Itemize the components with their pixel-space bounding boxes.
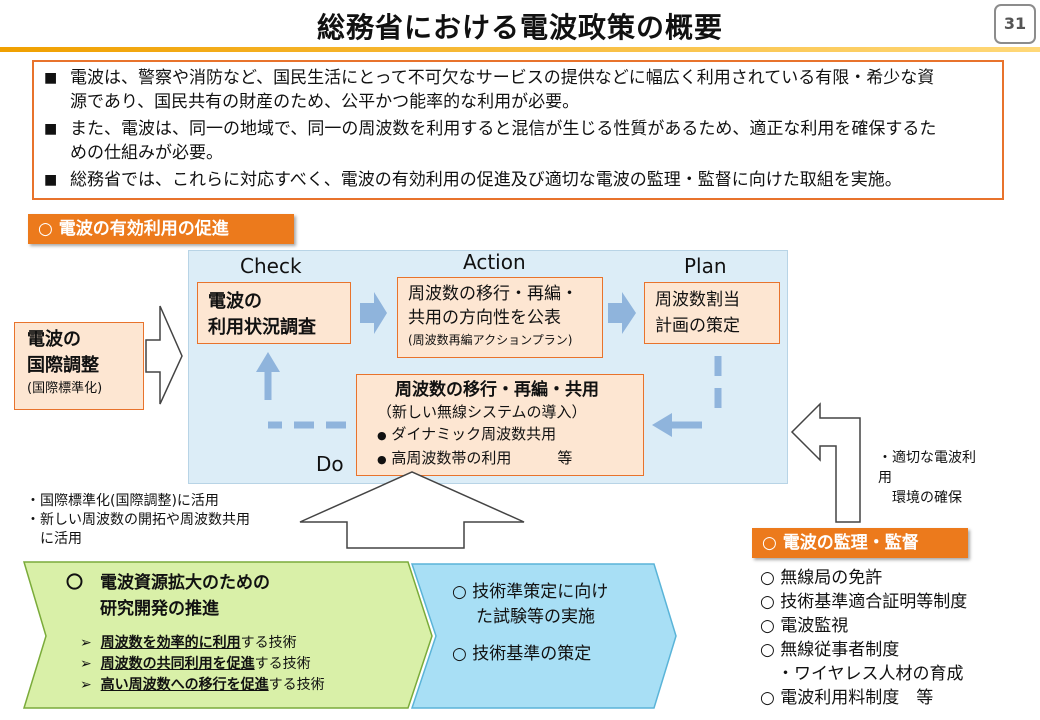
left-notes: ・国際標準化(国際調整)に活用 ・新しい周波数の開拓や周波数共用 に活用 <box>26 492 250 549</box>
plan-box-text: 周波数割当 <box>655 290 740 310</box>
bullet-dot-icon: ● <box>377 453 387 466</box>
standards-chevron-shape <box>410 563 677 709</box>
international-text: 国際調整 <box>27 355 99 376</box>
rnd-title-text: 研究開発の推進 <box>100 599 219 619</box>
title-underline <box>0 47 1040 52</box>
check-box-text: 利用状況調査 <box>208 317 316 338</box>
bullet-square-icon: ■ <box>44 121 58 137</box>
hollow-arrow-right-icon <box>145 305 183 405</box>
standards-content: ○ 技術準策定に向け た試験等の実施 ○ 技術基準の策定 <box>452 580 608 667</box>
right-note-text: 環境の確保 <box>878 490 962 506</box>
intro-text: 電波は、警察や消防など、国民生活にとって不可欠なサービスの提供などに幅広く利用さ… <box>70 68 935 88</box>
intro-text: めの仕組みが必要。 <box>70 143 223 163</box>
hollow-arrow-bent-icon <box>790 402 861 523</box>
left-note-text: ・新しい周波数の開拓や周波数共用 <box>26 512 250 528</box>
supervision-item: ○ 技術基準適合証明等制度 <box>760 592 968 612</box>
plan-label: Plan <box>684 254 727 278</box>
supervision-item: ○ 無線従事者制度 <box>760 640 900 660</box>
do-box-item: ● 高周波数帯の利用 等 <box>377 447 643 471</box>
action-box-text: 共用の方向性を公表 <box>408 308 561 328</box>
chevron-right-icon: ➢ <box>80 656 92 672</box>
standards-text: ○ 技術基準の策定 <box>452 644 592 664</box>
plan-box-text: 計画の策定 <box>655 316 740 336</box>
rnd-title: 〇 電波資源拡大のための 研究開発の推進 <box>66 570 270 622</box>
do-box-item-text: ダイナミック周波数共用 <box>391 425 557 443</box>
supervision-item: ○ 電波監視 <box>760 616 849 636</box>
rnd-item-text: する技術 <box>254 656 311 672</box>
right-note-text: 用 <box>878 470 892 486</box>
international-text: 電波の <box>27 329 81 350</box>
supervision-item: ○ 無線局の免許 <box>760 568 883 588</box>
page-title: 総務省における電波政策の概要 <box>316 11 723 44</box>
action-box-note: (周波数再編アクションプラン) <box>408 333 573 347</box>
intro-bullet-1: ■ 電波は、警察や消防など、国民生活にとって不可欠なサービスの提供などに幅広く利… <box>44 66 992 114</box>
intro-bullet-2: ■ また、電波は、同一の地域で、同一の周波数を利用すると混信が生じる性質があるた… <box>44 117 992 165</box>
do-box-subtitle: （新しい無線システムの導入） <box>377 403 587 421</box>
left-note-text: に活用 <box>26 531 82 547</box>
action-label: Action <box>463 250 526 274</box>
intro-text: また、電波は、同一の地域で、同一の周波数を利用すると混信が生じる性質があるため、… <box>70 119 937 139</box>
rnd-item: ➢ 周波数の共同利用を促進する技術 <box>80 654 325 675</box>
bullet-square-icon: ■ <box>44 70 58 86</box>
chevron-right-icon: ➢ <box>80 635 92 651</box>
arrow-up-icon <box>256 352 280 372</box>
hollow-arrow-up-icon <box>299 471 525 549</box>
rnd-item: ➢ 周波数を効率的に利用する技術 <box>80 633 325 654</box>
check-label: Check <box>240 254 302 278</box>
right-note: ・適切な電波利 用 環境の確保 <box>878 448 976 508</box>
supervision-label: ○ 電波の監理・監督 <box>752 528 968 558</box>
do-box-item-suffix: 等 <box>557 449 573 467</box>
standards-text: ○ 技術準策定に向け <box>452 582 609 602</box>
do-box: 周波数の移行・再編・共用 （新しい無線システムの導入） ● ダイナミック周波数共… <box>356 374 644 476</box>
arrow-right-icon <box>360 292 387 334</box>
action-box: 周波数の移行・再編・ 共用の方向性を公表 (周波数再編アクションプラン) <box>397 277 603 358</box>
rnd-chevron-shape <box>22 561 433 709</box>
left-note-text: ・国際標準化(国際調整)に活用 <box>26 493 219 509</box>
intro-box: ■ 電波は、警察や消防など、国民生活にとって不可欠なサービスの提供などに幅広く利… <box>32 60 1004 200</box>
supervision-list: ○ 無線局の免許 ○ 技術基準適合証明等制度 ○ 電波監視 ○ 無線従事者制度 … <box>760 566 967 710</box>
rnd-item-emphasis: 高い周波数への移行を促進 <box>100 677 269 693</box>
do-box-item-text: 高周波数帯の利用 <box>391 449 512 467</box>
rnd-item-text: する技術 <box>268 677 325 693</box>
check-box-text: 電波の <box>208 291 262 312</box>
bullet-square-icon: ■ <box>44 172 58 188</box>
plan-box: 周波数割当 計画の策定 <box>644 282 780 344</box>
bullet-dot-icon: ● <box>377 429 387 442</box>
do-box-item: ● ダイナミック周波数共用 <box>377 423 643 447</box>
rnd-item-text: する技術 <box>240 635 297 651</box>
rnd-items: ➢ 周波数を効率的に利用する技術 ➢ 周波数の共同利用を促進する技術 ➢ 高い周… <box>80 633 325 696</box>
international-box: 電波の 国際調整 (国際標準化) <box>14 322 144 410</box>
page-number: 31 <box>994 4 1036 44</box>
supervision-item: ・ワイヤレス人材の育成 <box>760 664 964 684</box>
arrow-right-icon <box>608 292 636 334</box>
right-note-text: ・適切な電波利 <box>878 450 976 466</box>
promotion-label: ○ 電波の有効利用の促進 <box>28 214 294 244</box>
action-box-text: 周波数の移行・再編・ <box>408 284 578 304</box>
arrow-left-icon <box>652 413 672 437</box>
chevron-right-icon: ➢ <box>80 677 92 693</box>
check-box: 電波の 利用状況調査 <box>197 282 351 344</box>
rnd-item-emphasis: 周波数を効率的に利用 <box>100 635 241 651</box>
rnd-title-text: 〇 電波資源拡大のための <box>66 573 270 593</box>
intro-bullet-3: ■ 総務省では、これらに対応すべく、電波の有効利用の促進及び適切な電波の監理・監… <box>44 168 992 192</box>
do-label: Do <box>316 452 344 476</box>
supervision-item: ○ 電波利用料制度 等 <box>760 688 934 708</box>
international-note: (国際標準化) <box>27 381 103 396</box>
do-box-title: 周波数の移行・再編・共用 <box>395 380 599 400</box>
standards-text: た試験等の実施 <box>476 607 595 627</box>
rnd-item: ➢ 高い周波数への移行を促進する技術 <box>80 675 325 696</box>
intro-text: 源であり、国民共有の財産のため、公平かつ能率的な利用が必要。 <box>70 92 580 112</box>
intro-text: 総務省では、これらに対応すべく、電波の有効利用の促進及び適切な電波の監理・監督に… <box>70 170 902 190</box>
rnd-item-emphasis: 周波数の共同利用を促進 <box>100 656 255 672</box>
